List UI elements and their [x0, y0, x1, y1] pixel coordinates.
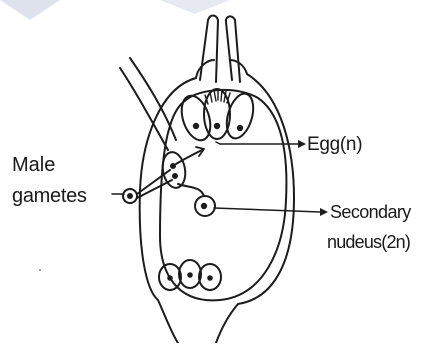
nucleus	[173, 174, 177, 178]
ovule-outer-wall	[140, 78, 196, 343]
male-gametes-label-line1: Male	[12, 155, 55, 175]
corner-artifact	[0, 0, 60, 20]
pollen-tube	[200, 16, 218, 83]
micropyle	[196, 60, 214, 78]
egg-label: Egg(n)	[307, 135, 362, 154]
nucleus	[188, 273, 192, 277]
corner-artifact	[160, 0, 230, 14]
nucleus	[215, 124, 219, 128]
pollen-tube	[226, 16, 240, 82]
nucleus	[171, 164, 175, 168]
male-gamete-nucleus	[128, 194, 132, 198]
gamete-path	[178, 184, 204, 196]
nucleus	[238, 126, 242, 130]
egg-leader-dot	[216, 142, 220, 144]
secondary-nucleus-label-line1: Secondary	[330, 203, 411, 221]
secondary-leader	[214, 208, 320, 212]
nucleus	[202, 204, 206, 208]
secondary-arrowhead	[320, 208, 328, 216]
secondary-nucleus-label-line2: nudeus(2n)	[327, 233, 410, 251]
speck	[39, 269, 41, 271]
male-gametes-label-line2: gametes	[12, 186, 87, 206]
egg-arrowhead	[298, 140, 306, 148]
nucleus	[194, 124, 198, 128]
nucleus	[168, 276, 172, 280]
nucleus	[208, 276, 212, 280]
